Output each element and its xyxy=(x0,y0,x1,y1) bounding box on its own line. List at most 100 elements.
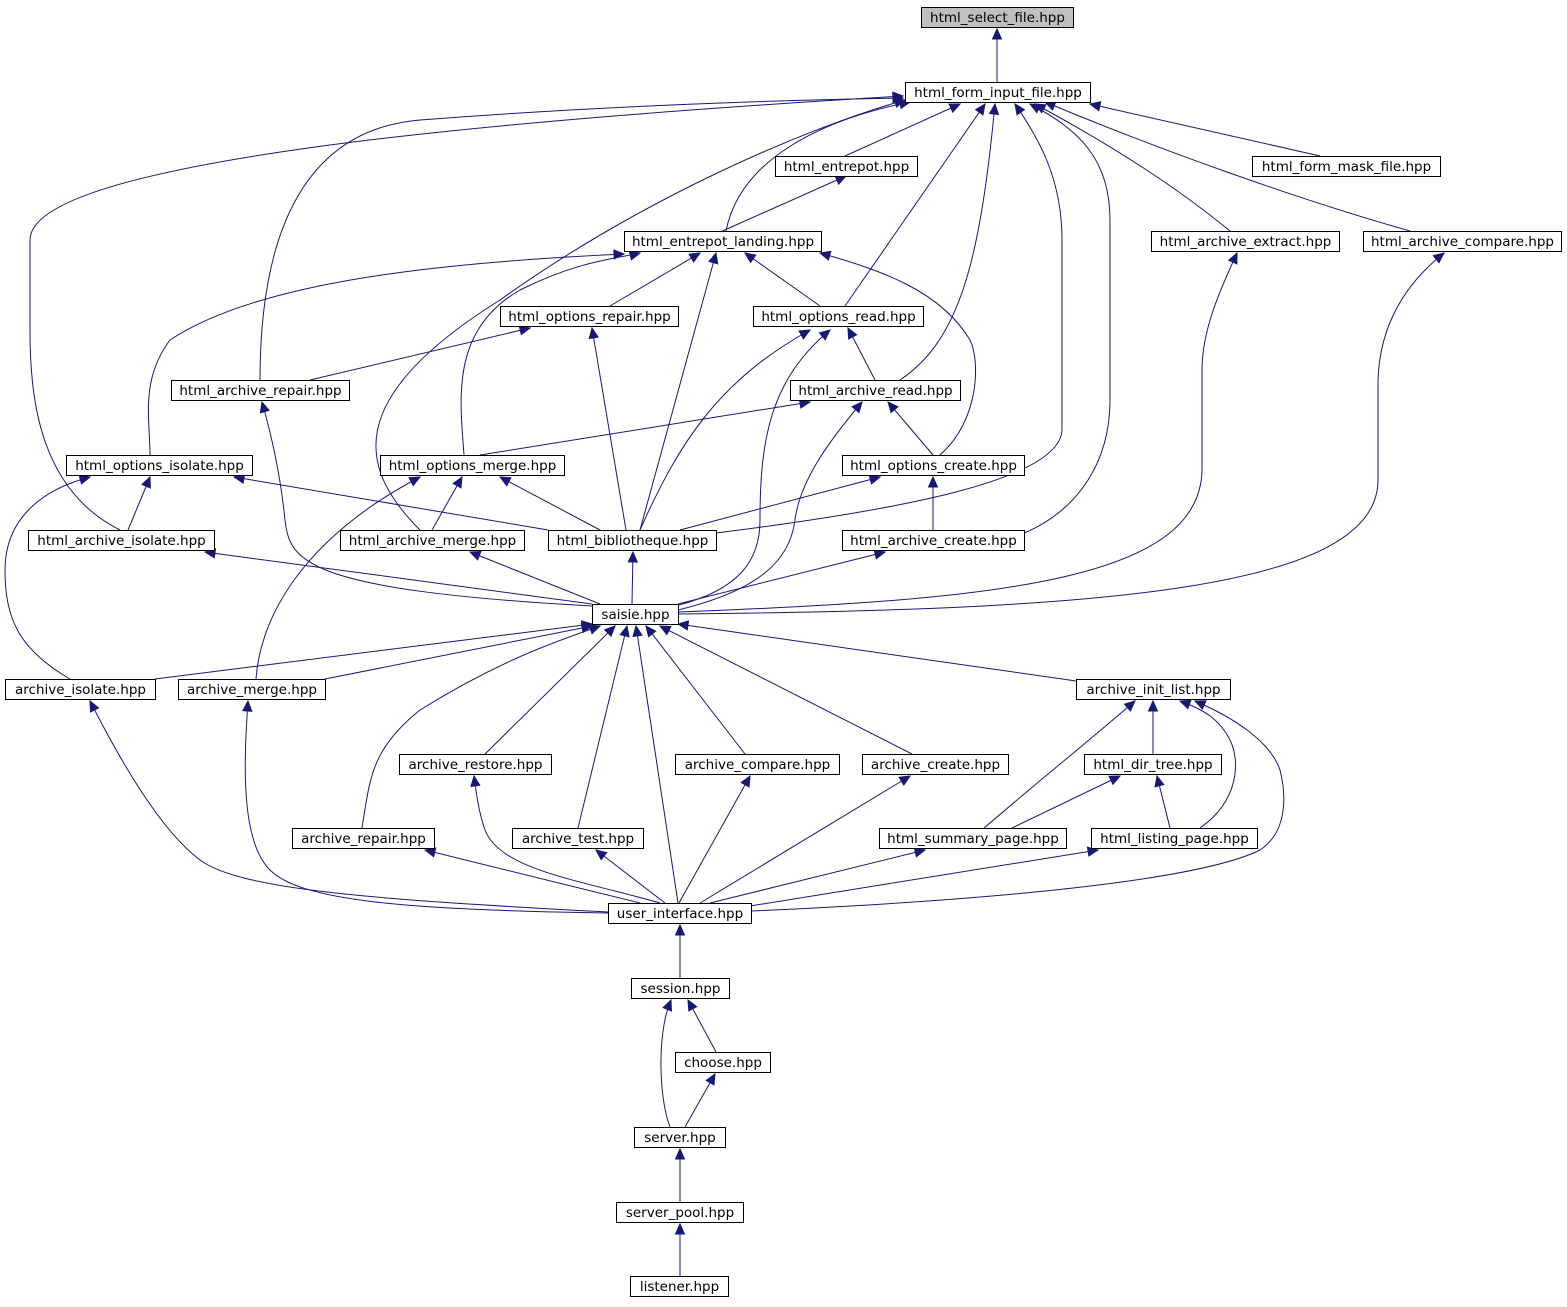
dependency-edge-user-interface-to-archive-repair xyxy=(423,847,641,904)
file-node-archive-isolate[interactable]: archive_isolate.hpp xyxy=(5,679,156,700)
file-node-html-entrepot[interactable]: html_entrepot.hpp xyxy=(775,156,918,177)
arrowhead xyxy=(470,774,481,788)
edge-line xyxy=(469,551,601,605)
node-label: archive_restore.hpp xyxy=(409,757,543,773)
arrowhead xyxy=(242,699,253,712)
arrowhead xyxy=(708,251,719,265)
file-node-html-entrepot-landing[interactable]: html_entrepot_landing.hpp xyxy=(624,231,822,252)
dependency-edge-html-options-create-to-html-archive-read xyxy=(887,401,934,456)
edge-line xyxy=(479,401,811,456)
dependency-edge-html-bibliotheque-to-html-form-input-file xyxy=(715,102,1063,534)
node-label: html_archive_read.hpp xyxy=(798,383,952,399)
file-node-html-summary-page[interactable]: html_summary_page.hpp xyxy=(879,828,1067,849)
node-box xyxy=(592,604,679,625)
arrowhead xyxy=(89,699,100,713)
dependency-edge-archive-merge-to-html-options-merge xyxy=(255,476,422,680)
edge-line xyxy=(819,252,977,456)
file-node-html-listing-page[interactable]: html_listing_page.hpp xyxy=(1091,828,1258,849)
file-node-archive-compare[interactable]: archive_compare.hpp xyxy=(675,754,840,775)
file-node-html-select-file[interactable]: html_select_file.hpp xyxy=(921,7,1074,28)
file-node-user-interface[interactable]: user_interface.hpp xyxy=(608,903,752,924)
file-node-archive-restore[interactable]: archive_restore.hpp xyxy=(399,754,552,775)
node-label: archive_create.hpp xyxy=(871,757,1000,773)
file-node-html-options-create[interactable]: html_options_create.hpp xyxy=(842,455,1025,476)
file-node-html-archive-repair[interactable]: html_archive_repair.hpp xyxy=(171,380,350,401)
dependency-edge-html-listing-page-to-html-dir-tree xyxy=(1154,774,1171,829)
file-node-html-form-mask-file[interactable]: html_form_mask_file.hpp xyxy=(1252,156,1441,177)
arrowhead xyxy=(913,847,927,858)
node-box xyxy=(753,306,924,327)
node-box xyxy=(624,231,822,252)
node-box xyxy=(634,1127,726,1148)
edge-line xyxy=(660,999,672,1128)
node-label: html_options_merge.hpp xyxy=(389,458,557,474)
node-label: html_bibliotheque.hpp xyxy=(557,533,709,549)
file-node-archive-create[interactable]: archive_create.hpp xyxy=(862,754,1009,775)
node-box xyxy=(340,530,525,551)
file-node-archive-repair[interactable]: archive_repair.hpp xyxy=(292,828,435,849)
file-node-html-archive-isolate[interactable]: html_archive_isolate.hpp xyxy=(28,530,215,551)
dependency-edge-user-interface-to-archive-restore xyxy=(470,774,661,904)
node-label: listener.hpp xyxy=(640,1279,719,1295)
arrowhead xyxy=(818,250,832,261)
file-node-archive-test[interactable]: archive_test.hpp xyxy=(512,828,644,849)
file-node-choose[interactable]: choose.hpp xyxy=(675,1052,771,1073)
dependency-edge-html-archive-merge-to-html-options-merge xyxy=(431,475,463,531)
dependency-edge-html-listing-page-to-archive-init-list xyxy=(1178,699,1236,829)
edge-line xyxy=(983,700,1136,829)
edge-line xyxy=(244,700,609,914)
file-node-archive-merge[interactable]: archive_merge.hpp xyxy=(178,679,326,700)
node-box xyxy=(790,380,961,401)
file-node-archive-init-list[interactable]: archive_init_list.hpp xyxy=(1076,679,1231,700)
arrowhead xyxy=(674,1222,686,1235)
dependency-edge-archive-restore-to-saisie xyxy=(484,625,616,755)
file-node-html-options-repair[interactable]: html_options_repair.hpp xyxy=(500,306,679,327)
edge-line xyxy=(677,252,1238,613)
file-node-server-pool[interactable]: server_pool.hpp xyxy=(616,1202,744,1223)
arrowhead xyxy=(423,847,437,858)
file-node-html-bibliotheque[interactable]: html_bibliotheque.hpp xyxy=(548,530,717,551)
edge-line xyxy=(844,103,961,157)
arrowhead xyxy=(645,625,657,638)
arrowhead xyxy=(628,250,642,261)
node-label: html_entrepot_landing.hpp xyxy=(632,234,814,250)
dependency-edge-archive-isolate-to-html-options-isolate xyxy=(4,474,92,680)
edge-line xyxy=(255,476,421,680)
file-node-html-form-input-file[interactable]: html_form_input_file.hpp xyxy=(905,82,1091,103)
dependency-edge-html-archive-create-to-html-options-create xyxy=(927,475,939,530)
file-node-server[interactable]: server.hpp xyxy=(634,1127,726,1148)
node-label: archive_test.hpp xyxy=(522,831,634,847)
file-node-html-archive-extract[interactable]: html_archive_extract.hpp xyxy=(1151,231,1340,252)
dependency-edge-archive-isolate-to-saisie xyxy=(154,620,594,680)
node-box xyxy=(1363,231,1562,252)
file-node-html-dir-tree[interactable]: html_dir_tree.hpp xyxy=(1084,754,1222,775)
file-node-listener[interactable]: listener.hpp xyxy=(630,1276,729,1297)
nodes-layer: html_select_file.hpp html_form_input_file… xyxy=(5,7,1562,1297)
node-box xyxy=(905,82,1091,103)
file-node-html-archive-merge[interactable]: html_archive_merge.hpp xyxy=(340,530,525,551)
node-label: html_archive_repair.hpp xyxy=(179,383,341,399)
arrowhead xyxy=(595,849,608,861)
file-node-html-archive-read[interactable]: html_archive_read.hpp xyxy=(790,380,961,401)
node-box xyxy=(1076,679,1231,700)
dependency-edge-choose-to-session xyxy=(687,998,717,1053)
node-box xyxy=(862,754,1009,775)
node-box xyxy=(616,1202,744,1223)
edge-line xyxy=(674,329,831,607)
edge-line xyxy=(595,849,666,904)
dependency-edge-user-interface-to-archive-create xyxy=(699,775,912,904)
arrowhead xyxy=(674,923,686,936)
file-node-html-options-read[interactable]: html_options_read.hpp xyxy=(753,306,924,327)
file-node-html-archive-compare[interactable]: html_archive_compare.hpp xyxy=(1363,231,1562,252)
node-box xyxy=(842,530,1025,551)
arrowhead xyxy=(688,252,702,263)
file-node-html-options-merge[interactable]: html_options_merge.hpp xyxy=(380,455,565,476)
file-node-session[interactable]: session.hpp xyxy=(631,978,730,999)
node-box xyxy=(380,455,565,476)
file-node-html-options-isolate[interactable]: html_options_isolate.hpp xyxy=(66,455,253,476)
file-node-saisie[interactable]: saisie.hpp xyxy=(592,604,679,625)
file-node-html-archive-create[interactable]: html_archive_create.hpp xyxy=(842,530,1025,551)
arrowhead xyxy=(518,325,532,336)
dependency-edge-html-options-isolate-to-html-entrepot-landing xyxy=(147,249,626,456)
edge-line xyxy=(309,327,531,381)
